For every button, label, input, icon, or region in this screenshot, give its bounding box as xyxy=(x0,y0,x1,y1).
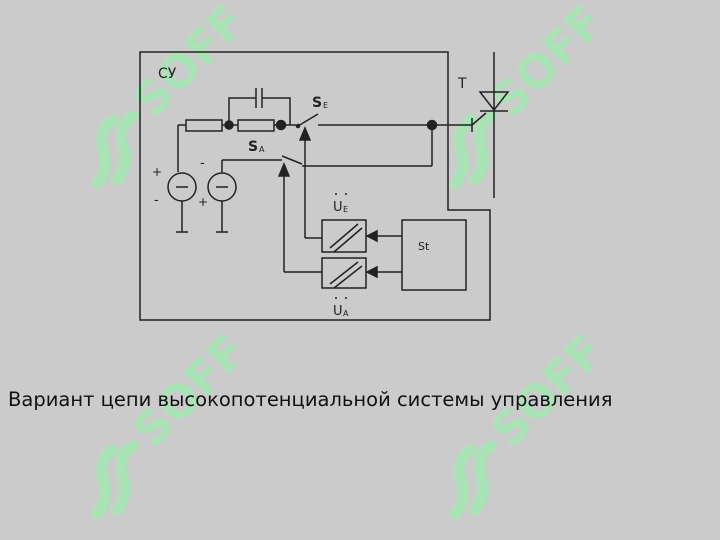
watermark-top-right: SOFF xyxy=(454,0,613,184)
label-ua: U xyxy=(333,304,343,319)
slide-caption: Вариант цепи высокопотенциальной системы… xyxy=(8,388,613,411)
label-st: St xyxy=(418,240,430,253)
label-minus-right: - xyxy=(200,156,205,171)
watermark-bottom-right: SOFF xyxy=(454,324,613,514)
label-ua-sub: A xyxy=(343,309,349,318)
circuit xyxy=(139,51,510,321)
control-unit-outline xyxy=(139,51,491,321)
label-ue: U xyxy=(333,200,343,215)
label-cy: СУ xyxy=(158,66,177,82)
optocoupler-ua xyxy=(321,257,367,289)
st-block xyxy=(401,219,467,291)
watermark-text: SOFF xyxy=(480,0,614,128)
label-se: S xyxy=(312,95,322,111)
ue-dot-1 xyxy=(335,193,337,195)
watermark-top-left: SOFF xyxy=(96,0,255,184)
label-t: T xyxy=(457,76,467,92)
diagram-labels: СУ S E S A T U E U A St + - - + xyxy=(152,66,467,319)
label-sa-sub: A xyxy=(259,145,265,154)
label-plus-right: + xyxy=(198,195,208,209)
ua-dot-2 xyxy=(345,297,347,299)
ua-dot-1 xyxy=(335,297,337,299)
label-sa: S xyxy=(248,139,258,155)
watermark-text: SOFF xyxy=(122,0,256,128)
label-ue-sub: E xyxy=(343,205,348,214)
switch-se-blade xyxy=(297,113,319,127)
label-plus-left: + xyxy=(152,165,162,179)
resistor-2 xyxy=(237,119,275,132)
ue-dot-2 xyxy=(345,193,347,195)
label-minus-left: - xyxy=(154,193,159,208)
watermark-bottom-left: SOFF xyxy=(96,324,255,514)
resistor-1 xyxy=(185,119,223,132)
switch-sa-blade xyxy=(281,155,303,165)
label-se-sub: E xyxy=(323,101,328,110)
thyristor-triangle xyxy=(478,91,510,112)
